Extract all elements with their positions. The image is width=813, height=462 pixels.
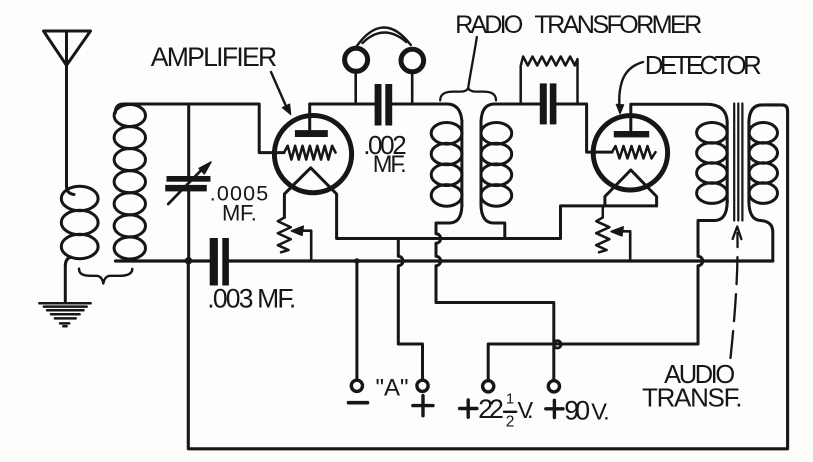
svg-text:90: 90 [564, 395, 590, 425]
svg-text:AMPLIFIER: AMPLIFIER [151, 42, 278, 72]
svg-text:MF.: MF. [373, 152, 407, 178]
svg-text:2: 2 [506, 414, 515, 431]
svg-text:AUDIO: AUDIO [664, 361, 735, 389]
svg-text:1: 1 [506, 392, 514, 408]
svg-text:TRANSF.: TRANSF. [642, 382, 743, 412]
svg-text:"A": "A" [376, 375, 409, 402]
svg-text:22: 22 [478, 394, 504, 424]
svg-text:V.: V. [591, 398, 609, 424]
svg-text:.002: .002 [363, 130, 407, 160]
svg-text:V.: V. [518, 397, 534, 423]
svg-text:.0005: .0005 [210, 181, 268, 205]
svg-text:DETECTOR: DETECTOR [645, 50, 762, 80]
svg-text:TRANSFORMER: TRANSFORMER [534, 11, 702, 39]
svg-text:.003 MF.: .003 MF. [207, 283, 296, 313]
svg-text:MF.: MF. [222, 201, 257, 226]
svg-text:RADIO: RADIO [455, 11, 523, 39]
